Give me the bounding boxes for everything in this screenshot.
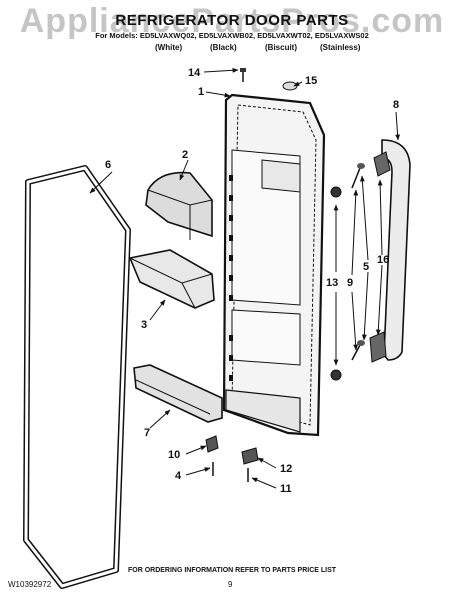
callout-2: 2 (182, 149, 188, 161)
variant-white: (White) (155, 43, 183, 52)
handle-trim-caps (330, 186, 342, 381)
callout-10: 10 (168, 449, 180, 461)
variant-black: (Black) (210, 43, 237, 52)
callout-15: 15 (305, 75, 317, 87)
door-liner (222, 93, 326, 437)
handle-screws (351, 163, 365, 361)
callout-8: 8 (393, 99, 399, 111)
callout-11: 11 (280, 483, 292, 495)
page-number: 9 (228, 580, 233, 589)
callout-12: 12 (280, 463, 292, 475)
callout-5: 5 (363, 261, 369, 273)
callout-13: 13 (326, 277, 338, 289)
ordering-note: FOR ORDERING INFORMATION REFER TO PARTS … (127, 567, 337, 574)
model-list: For Models: ED5LVAXWQ02, ED5LVAXWB02, ED… (95, 31, 369, 40)
door-gasket (23, 165, 131, 589)
callout-16: 16 (377, 254, 389, 266)
dairy-door (145, 171, 213, 240)
callout-6: 6 (105, 159, 111, 171)
watermark-text: AppliancePartsPros.com (19, 2, 445, 40)
door-bin (128, 249, 215, 309)
callout-3: 3 (141, 319, 147, 331)
document-number: W10392972 (8, 580, 52, 589)
page-title: REFRIGERATOR DOOR PARTS (115, 12, 349, 29)
handle-mount (369, 151, 391, 363)
callout-9: 9 (347, 277, 353, 289)
variant-biscuit: (Biscuit) (265, 43, 297, 52)
callout-labels: 1 2 3 4 5 6 7 8 9 10 11 12 13 14 15 16 (105, 67, 399, 495)
callout-7: 7 (144, 427, 150, 439)
callout-4: 4 (175, 470, 182, 482)
callout-14: 14 (188, 67, 201, 79)
door-handle (381, 139, 411, 361)
callout-1: 1 (198, 86, 204, 98)
lower-door-bin (133, 364, 223, 423)
top-screw (240, 68, 246, 82)
leader-lines (89, 67, 401, 489)
variant-stainless: (Stainless) (320, 43, 361, 52)
lower-hinge-parts (205, 435, 259, 482)
